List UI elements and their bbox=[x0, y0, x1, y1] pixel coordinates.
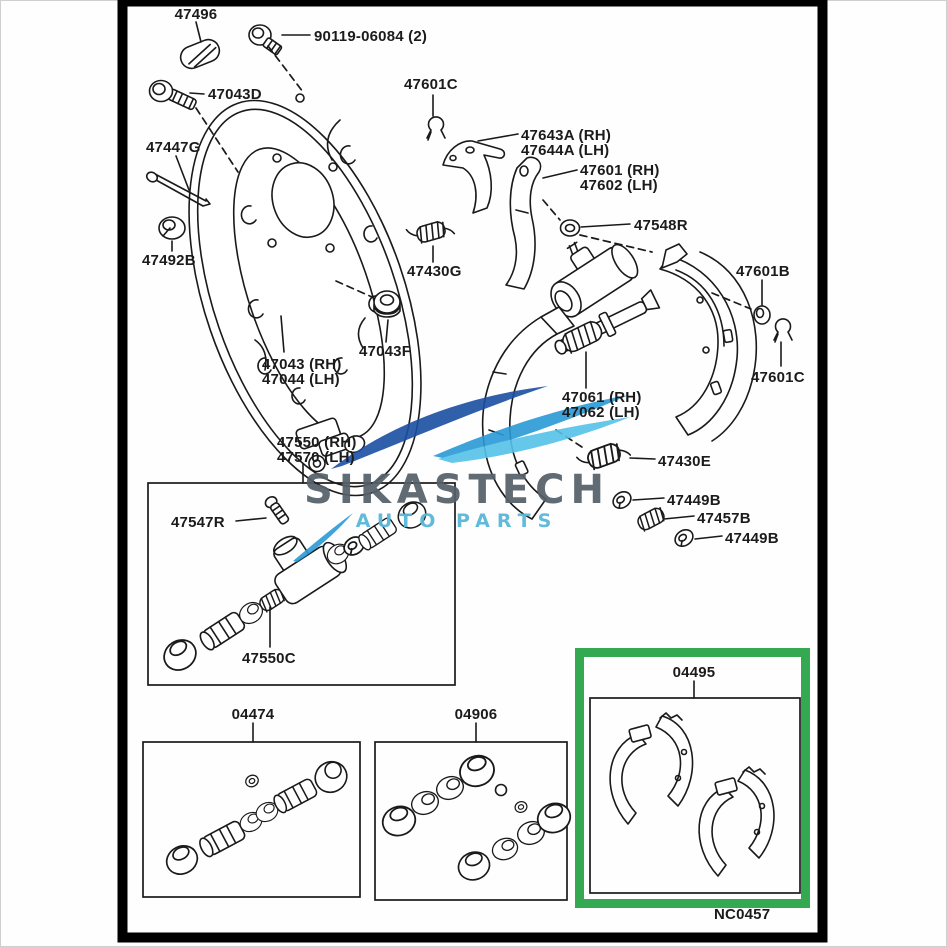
part-label-47457b: 47457B bbox=[697, 510, 751, 527]
part-label-47043f: 47043F bbox=[359, 343, 411, 360]
clip-47601c-right-drawing bbox=[773, 318, 793, 343]
plug-47496-drawing bbox=[179, 38, 221, 70]
part-label-47043d: 47043D bbox=[208, 86, 262, 103]
swoosh-tail bbox=[293, 513, 353, 562]
part-label-47430g: 47430G bbox=[407, 263, 462, 280]
part-label-47061: 47061 (RH) bbox=[562, 389, 642, 406]
swoosh-dark bbox=[331, 386, 548, 469]
kit-04474-contents bbox=[160, 760, 348, 881]
part-label-47449b-2: 47449B bbox=[725, 530, 779, 547]
lever-notch bbox=[515, 209, 529, 214]
lever-47601-drawing bbox=[505, 156, 542, 290]
bolt-47043d-drawing bbox=[148, 79, 197, 111]
part-label-04495: 04495 bbox=[673, 664, 716, 681]
kit-04906-contents bbox=[377, 750, 576, 886]
spring-47430e-drawing bbox=[576, 440, 632, 472]
grommet-47492b-drawing bbox=[158, 216, 186, 240]
part-label-47062: 47062 (LH) bbox=[562, 404, 640, 421]
part-label-47496: 47496 bbox=[175, 6, 218, 23]
part-label-47601: 47601 (RH) bbox=[580, 162, 660, 179]
part-label-47601c-right: 47601C bbox=[751, 369, 805, 386]
part-label-47570: 47570 (LH) bbox=[277, 449, 355, 466]
part-label-90119: 90119-06084 (2) bbox=[314, 28, 427, 45]
highlight-box-04495 bbox=[575, 648, 810, 908]
wheel-cylinder-drawing bbox=[550, 241, 639, 318]
watermark-swooshes bbox=[293, 386, 630, 562]
swoosh-mid bbox=[433, 395, 629, 459]
lever-hole bbox=[465, 146, 475, 154]
bolt-90119-drawing bbox=[248, 24, 283, 56]
part-label-04906: 04906 bbox=[455, 706, 498, 723]
swoosh-light bbox=[438, 417, 630, 463]
nut-47043f-drawing bbox=[373, 290, 401, 318]
nut-47548r-drawing bbox=[559, 219, 581, 237]
kit-box-47550 bbox=[147, 482, 456, 686]
kit-47550-contents bbox=[157, 496, 432, 677]
part-label-47550: 47550 (RH) bbox=[277, 434, 357, 451]
clip-47601c-top-drawing bbox=[426, 116, 446, 141]
spring-47457b-drawing bbox=[634, 505, 668, 533]
watermark-tagline: AUTO PARTS bbox=[356, 510, 559, 532]
part-label-47601c-top: 47601C bbox=[404, 76, 458, 93]
diagram-code-nc0457: NC0457 bbox=[714, 906, 770, 923]
part-label-47601b: 47601B bbox=[736, 263, 790, 280]
part-label-47644a: 47644A (LH) bbox=[521, 142, 609, 159]
part-label-04474: 04474 bbox=[232, 706, 275, 723]
diagram-frame bbox=[117, 0, 828, 943]
lever-hole bbox=[519, 165, 529, 177]
lever-hole bbox=[449, 154, 457, 162]
bleeder-47547r-drawing bbox=[264, 496, 290, 525]
backing-plate-drawing bbox=[188, 93, 422, 497]
part-label-47043: 47043 (RH) bbox=[262, 356, 342, 373]
part-label-47430e: 47430E bbox=[658, 453, 711, 470]
watermark-brand: SIKASTECH bbox=[304, 467, 610, 513]
spring-47430g-drawing bbox=[405, 219, 456, 245]
part-label-47044: 47044 (LH) bbox=[262, 371, 340, 388]
part-label-47447g: 47447G bbox=[146, 139, 201, 156]
washer-47449b-1-drawing bbox=[609, 487, 635, 513]
leader-lines bbox=[171, 21, 782, 743]
dashed-assembly-lines bbox=[195, 45, 752, 450]
lever-47643a-drawing bbox=[442, 140, 506, 214]
part-label-47548r: 47548R bbox=[634, 217, 688, 234]
diagram-line-art bbox=[142, 21, 801, 901]
part-label-47547r: 47547R bbox=[171, 514, 225, 531]
kit-04495-shoes bbox=[609, 712, 775, 877]
kit-box-04474 bbox=[142, 741, 361, 898]
part-labels: 47496 90119-06084 (2) 47043D 47447G 4749… bbox=[142, 6, 805, 923]
part-label-47602: 47602 (LH) bbox=[580, 177, 658, 194]
part-label-47449b-1: 47449B bbox=[667, 492, 721, 509]
part-label-47492b: 47492B bbox=[142, 252, 196, 269]
pin-47447g-drawing bbox=[145, 171, 211, 207]
washer-47601b-drawing bbox=[753, 305, 771, 325]
part-label-47643a: 47643A (RH) bbox=[521, 127, 611, 144]
brake-shoe-right-drawing bbox=[659, 243, 758, 442]
kit-box-04495 bbox=[589, 697, 801, 894]
washer-47449b-2-drawing bbox=[671, 525, 697, 551]
part-label-47550c: 47550C bbox=[242, 650, 296, 667]
adjuster-47061-drawing bbox=[554, 289, 661, 355]
